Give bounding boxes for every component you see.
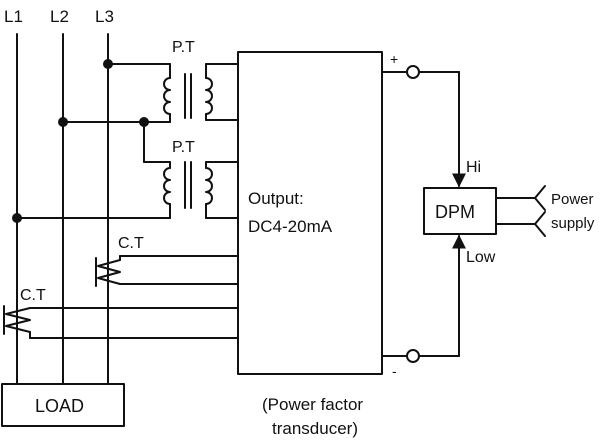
terminal-positive [406, 65, 420, 79]
terminal-negative [406, 349, 420, 363]
dpm-box [423, 187, 497, 235]
negative-sign: - [392, 363, 397, 379]
load-box [1, 383, 125, 427]
junction-l1 [12, 213, 22, 223]
phase-label-l3: L3 [95, 7, 114, 26]
ct2-transformer [3, 305, 239, 339]
phase-label-l1: L1 [4, 7, 23, 26]
pt1-label: P.T [172, 39, 195, 56]
output-range-label: DC4-20mA [248, 217, 333, 236]
transducer-box [237, 51, 383, 375]
power-supply-label-1: Power [551, 191, 594, 208]
junction-pt1-pt2 [139, 117, 149, 127]
pt2-label: P.T [172, 139, 195, 156]
junction-l3-pt1 [103, 59, 113, 69]
dpm-hi-label: Hi [466, 159, 481, 176]
output-label: Output: [248, 189, 304, 208]
pt1-transformer [107, 63, 239, 123]
ct1-label: C.T [118, 235, 144, 252]
positive-sign: + [390, 51, 398, 67]
power-supply-label-2: supply [551, 215, 595, 232]
transducer-caption-1: (Power factor [262, 395, 363, 414]
junction-l2 [58, 117, 68, 127]
load-label: LOAD [35, 396, 84, 416]
ct1-transformer [95, 255, 239, 287]
transducer-caption-2: transducer) [272, 419, 358, 438]
ct2-label: C.T [20, 287, 46, 304]
pt2-transformer [143, 121, 239, 219]
dpm-low-label: Low [466, 249, 496, 266]
phase-label-l2: L2 [50, 7, 69, 26]
dpm-label: DPM [435, 202, 475, 222]
